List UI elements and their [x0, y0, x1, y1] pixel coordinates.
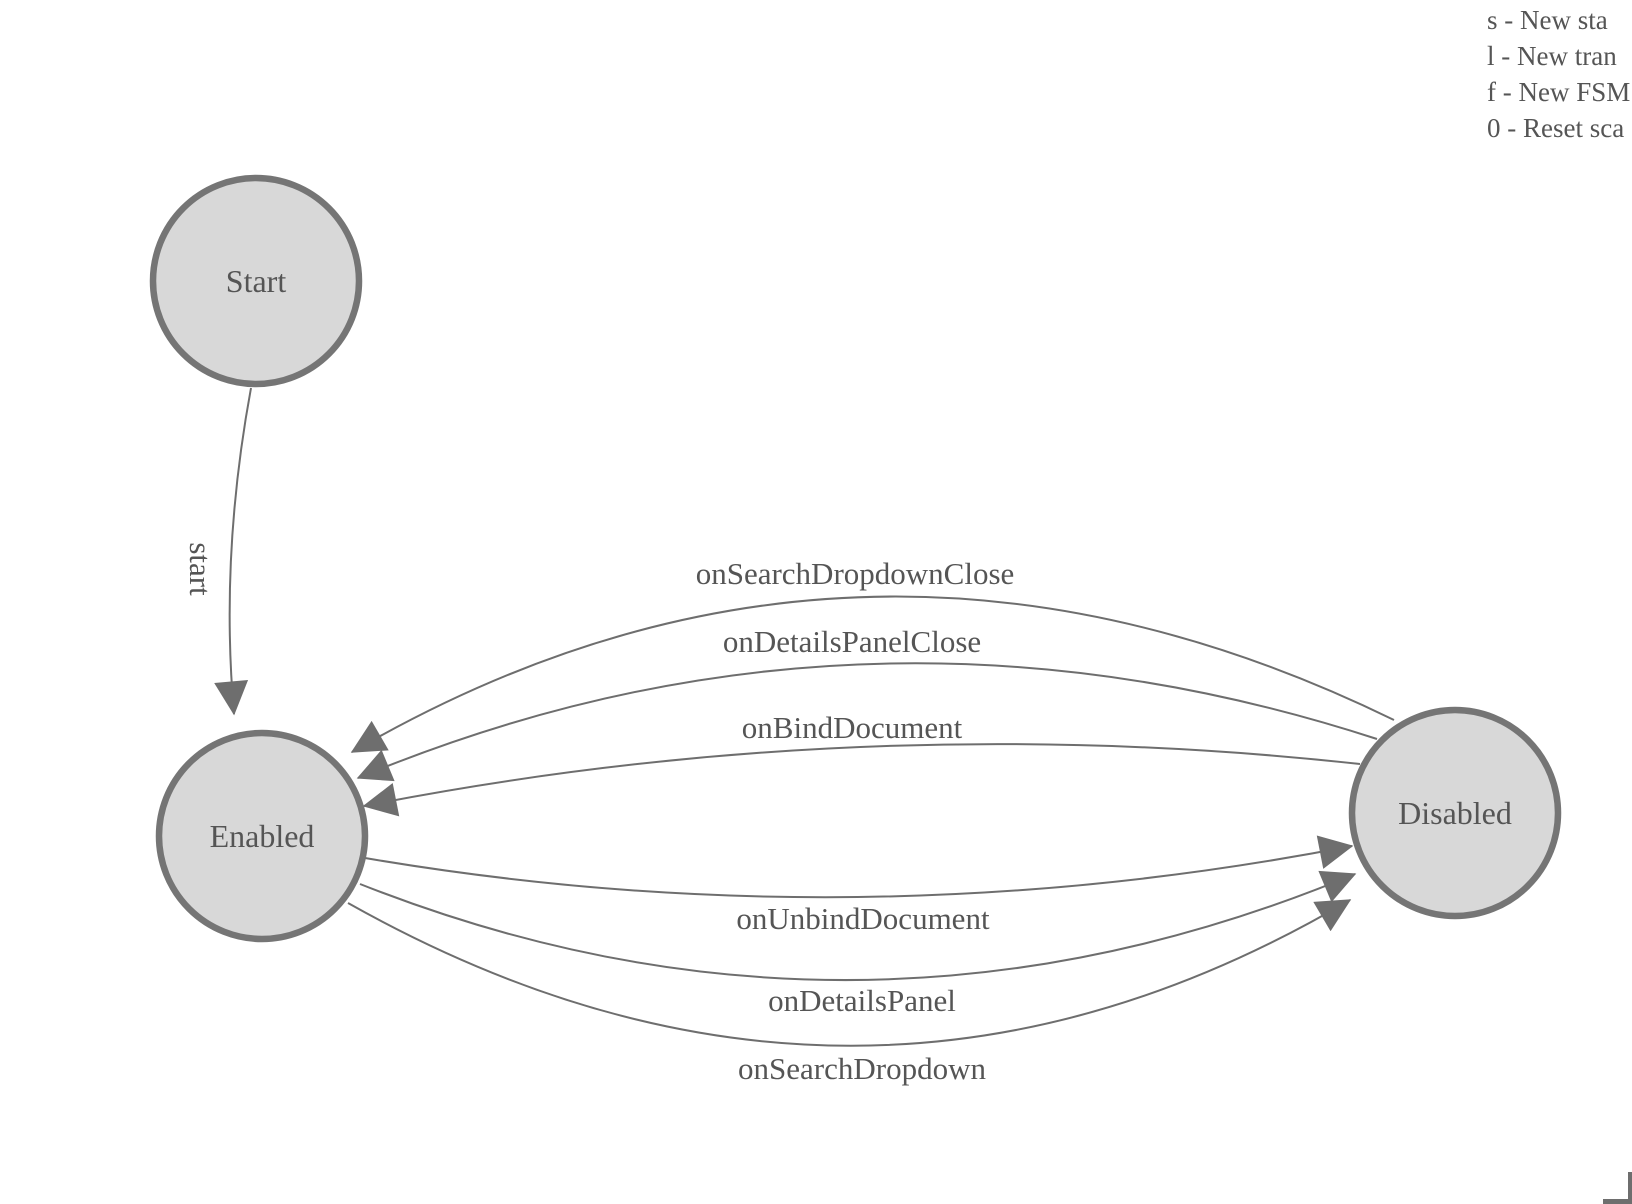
canvas-frame-corner-vertical	[1628, 1172, 1632, 1204]
edge-label-onBindDocument: onBindDocument	[742, 710, 963, 745]
state-circle-enabled[interactable]	[155, 729, 369, 943]
state-node-disabled[interactable]: Disabled	[1348, 706, 1562, 920]
state-label-start: Start	[226, 263, 287, 299]
state-nodes: Start Enabled Disabled	[149, 174, 1562, 943]
state-circle-start[interactable]	[149, 174, 363, 388]
legend-line-new-state: s - New sta	[1487, 5, 1608, 35]
edge-label-onDetailsPanel: onDetailsPanel	[768, 983, 956, 1018]
canvas-frame-corner-horizontal	[1603, 1199, 1632, 1204]
edge-onDetailsPanel	[359, 870, 1357, 982]
legend-line-reset-scale: 0 - Reset sca	[1487, 113, 1625, 143]
transition-edges	[214, 387, 1395, 1047]
edge-onSearchDropdown	[347, 899, 1352, 1047]
legend-line-new-fsm: f - New FSM	[1487, 77, 1631, 107]
edge-onBindDocument	[362, 743, 1361, 817]
state-label-enabled: Enabled	[210, 818, 315, 854]
edge-start	[214, 387, 252, 716]
state-label-disabled: Disabled	[1398, 795, 1512, 831]
edge-onSearchDropdownClose	[350, 595, 1395, 753]
transition-labels: start onSearchDropdownClose onDetailsPan…	[183, 542, 1014, 1086]
edge-label-onSearchDropdown: onSearchDropdown	[738, 1051, 986, 1086]
edge-onDetailsPanelClose	[356, 662, 1378, 782]
edge-label-onDetailsPanelClose: onDetailsPanelClose	[723, 624, 981, 659]
state-circle-disabled[interactable]	[1348, 706, 1562, 920]
edge-label-onSearchDropdownClose: onSearchDropdownClose	[696, 556, 1015, 591]
edge-label-start: start	[183, 542, 218, 596]
edge-label-onUnbindDocument: onUnbindDocument	[736, 901, 990, 936]
edge-onUnbindDocument	[364, 835, 1354, 899]
shortcut-legend: s - New sta l - New tran f - New FSM 0 -…	[1487, 2, 1630, 146]
legend-line-new-transition: l - New tran	[1487, 41, 1617, 71]
state-node-start[interactable]: Start	[149, 174, 363, 388]
state-node-enabled[interactable]: Enabled	[155, 729, 369, 943]
